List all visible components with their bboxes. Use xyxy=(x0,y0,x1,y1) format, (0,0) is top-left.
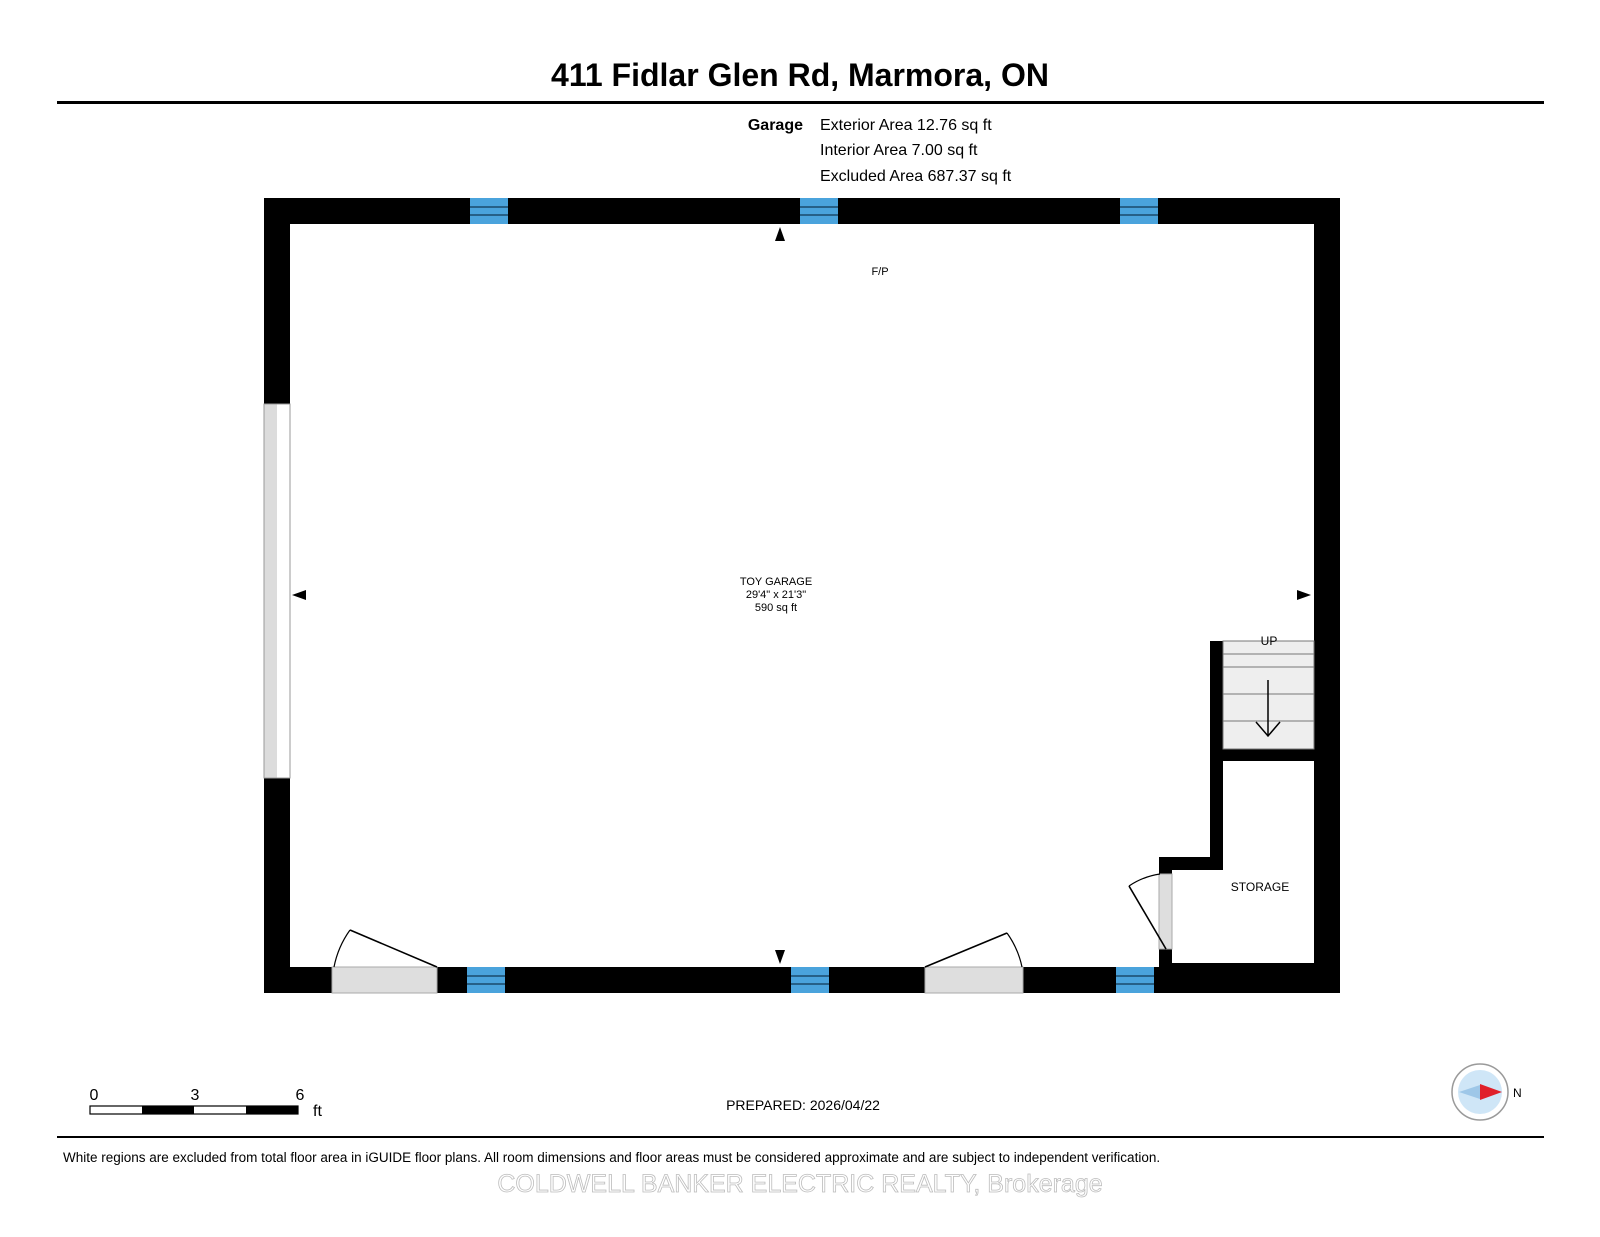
exterior-area-text: Exterior Area 12.76 sq ft xyxy=(820,117,992,134)
marker-bottom xyxy=(775,950,785,964)
stair-up-label: UP xyxy=(1261,634,1278,648)
room-toy-garage-area: 590 sq ft xyxy=(755,602,797,614)
wall-bottom-seg-2 xyxy=(437,967,925,993)
window-top-1 xyxy=(470,198,508,224)
window-bottom-3 xyxy=(1116,967,1154,993)
room-toy-garage-dims: 29'4" x 21'3" xyxy=(746,589,806,601)
marker-left xyxy=(292,590,306,600)
walls xyxy=(264,198,1340,993)
compass-arrow-tail xyxy=(1459,1085,1480,1099)
wall-storage-bottom xyxy=(1159,963,1340,967)
scale-tick-0: 0 xyxy=(90,1087,99,1104)
door-bottom-left xyxy=(331,929,438,994)
view-markers xyxy=(292,227,1311,964)
disclaimer-text: White regions are excluded from total fl… xyxy=(63,1150,1160,1165)
room-storage-name: STORAGE xyxy=(1231,880,1289,894)
compass-arrow-head xyxy=(1480,1084,1502,1100)
wall-bottom-seg-1 xyxy=(264,967,332,993)
scale-unit: ft xyxy=(313,1103,322,1120)
wall-left-upper xyxy=(264,198,290,404)
wall-storage-left-upper xyxy=(1159,857,1172,874)
fp-label: F/P xyxy=(871,266,888,278)
prepared-date: PREPARED: 2026/04/22 xyxy=(726,1097,880,1113)
footer-rule xyxy=(57,1136,1544,1138)
areas-section-label: Garage xyxy=(748,117,803,134)
wall-storage-top xyxy=(1159,857,1223,870)
interior-area-text: Interior Area 7.00 sq ft xyxy=(820,142,978,159)
marker-right xyxy=(1297,590,1311,600)
left-garage-opening xyxy=(263,403,291,779)
wall-stair-bottom xyxy=(1210,749,1314,761)
brokerage-watermark: COLDWELL BANKER ELECTRIC REALTY, Brokera… xyxy=(497,1170,1102,1198)
title-rule xyxy=(57,101,1544,104)
compass-icon: N xyxy=(1451,1063,1522,1121)
window-bottom-1 xyxy=(467,967,505,993)
scale-bar: 0 3 6 ft xyxy=(89,1087,322,1120)
windows xyxy=(467,198,1158,993)
scale-tick-6: 6 xyxy=(296,1087,305,1104)
compass-north-label: N xyxy=(1513,1086,1522,1100)
window-bottom-2 xyxy=(791,967,829,993)
wall-right xyxy=(1314,198,1340,993)
storage-door xyxy=(1128,873,1173,950)
window-top-2 xyxy=(800,198,838,224)
door-bottom-right xyxy=(924,932,1024,994)
wall-bottom-seg-3 xyxy=(1023,967,1340,993)
stairs xyxy=(1222,640,1315,750)
room-toy-garage-name: TOY GARAGE xyxy=(740,576,812,588)
scale-tick-3: 3 xyxy=(191,1087,200,1104)
page-title: 411 Fidlar Glen Rd, Marmora, ON xyxy=(551,57,1049,93)
wall-left-lower xyxy=(264,778,290,993)
excluded-area-text: Excluded Area 687.37 sq ft xyxy=(820,168,1012,185)
marker-top xyxy=(775,227,785,241)
window-top-3 xyxy=(1120,198,1158,224)
